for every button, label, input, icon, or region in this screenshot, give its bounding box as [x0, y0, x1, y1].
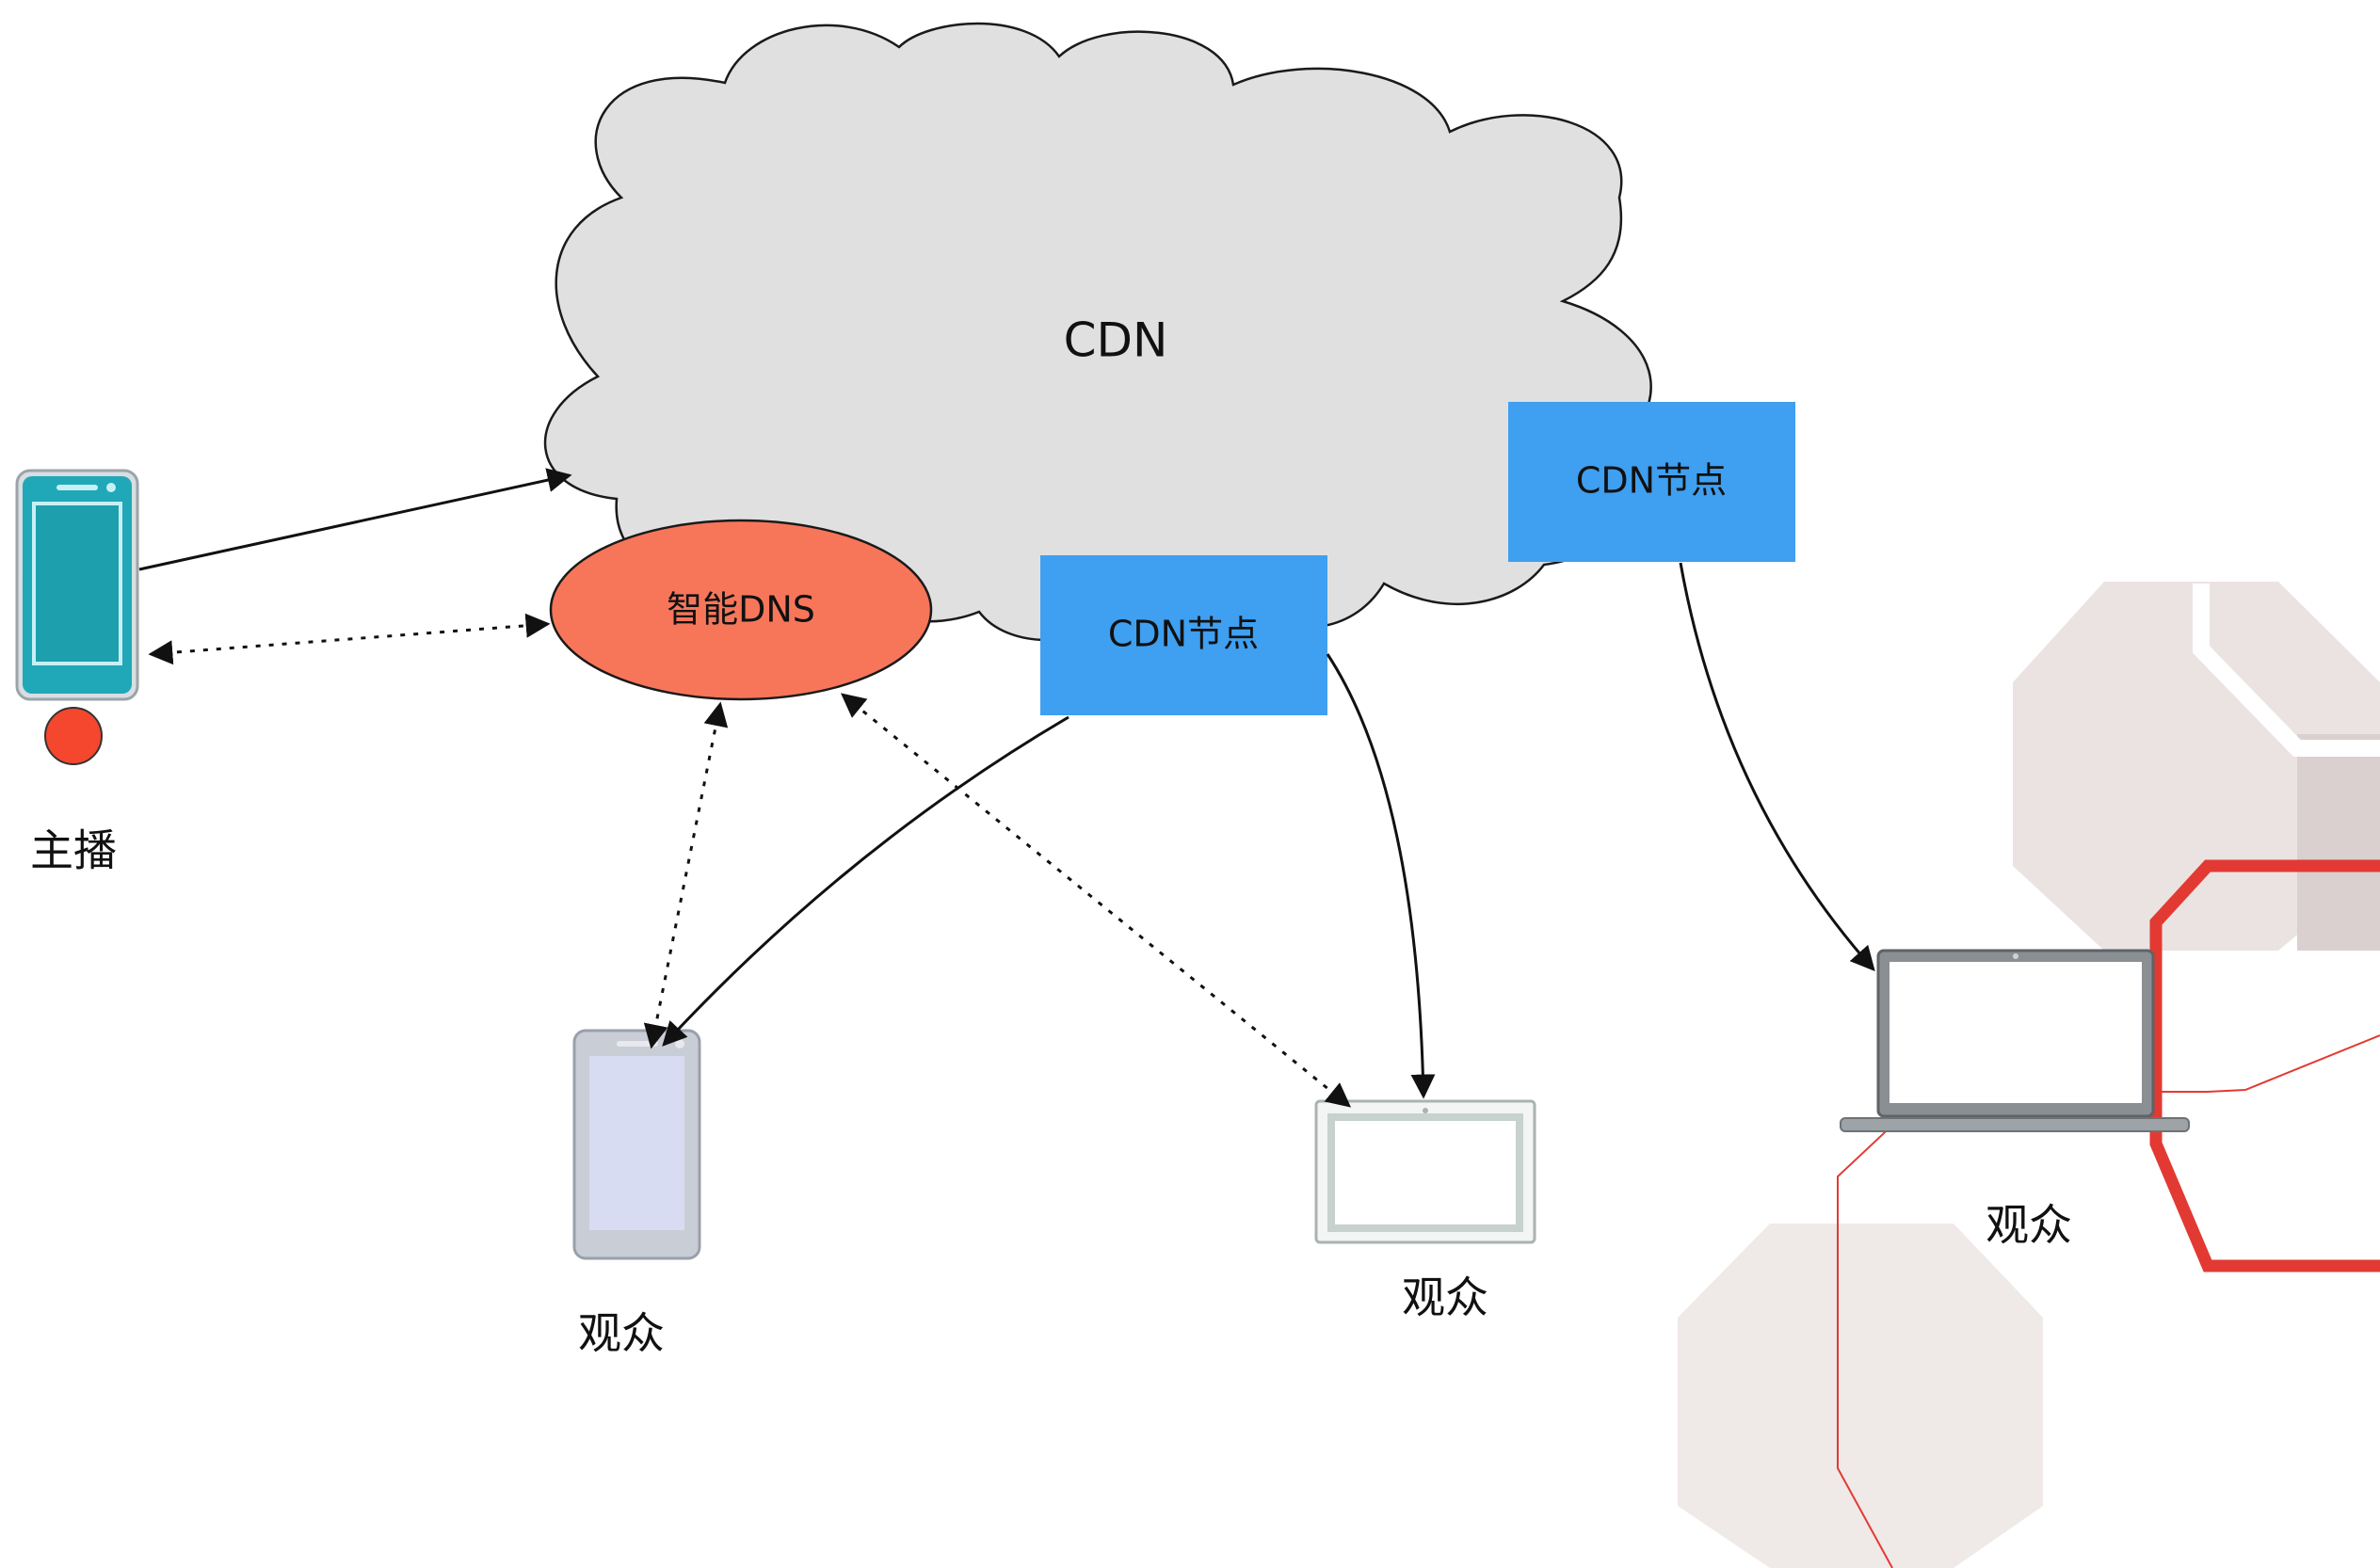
- dns-query-arrow: [148, 613, 551, 665]
- cdn-node-box[interactable]: [1040, 555, 1327, 715]
- hexagon-shape: [1678, 1224, 2043, 1568]
- pull-stream-arrow: [1326, 653, 1436, 1099]
- hexagon-shape: [2013, 582, 2380, 951]
- laptop-icon: [1840, 949, 2190, 1132]
- audience-label: 观众: [578, 1308, 665, 1359]
- smart-dns-label: 智能DNS: [667, 589, 815, 631]
- hexagon-shape: [2297, 734, 2380, 951]
- hexagon-outline: [2149, 859, 2380, 1272]
- dns-query-arrow: [643, 701, 729, 1049]
- audience-label: 观众: [1402, 1272, 1488, 1323]
- audience-label: 观众: [1986, 1200, 2072, 1251]
- cdn-cloud: [543, 22, 1652, 642]
- pull-stream-arrow: [662, 715, 1069, 1047]
- cdn-cloud-label: CDN: [1064, 313, 1168, 368]
- live-record-dot: [44, 707, 103, 765]
- dns-query-arrow: [840, 693, 1352, 1108]
- smartphone-icon: [15, 469, 139, 701]
- smart-dns[interactable]: [549, 519, 933, 701]
- cdn-node-box[interactable]: [1508, 402, 1795, 562]
- cdn-node-label: CDN节点: [1576, 460, 1727, 502]
- pull-stream-arrow: [1679, 562, 1875, 971]
- background-decoration: [1678, 582, 2380, 1568]
- cdn-node-label: CDN节点: [1108, 614, 1259, 655]
- broadcaster-label: 主播: [30, 825, 117, 876]
- tablet-icon: [1314, 1099, 1536, 1244]
- hexagon-outline: [2193, 584, 2380, 757]
- push-stream-arrow: [138, 468, 572, 571]
- connectors: [138, 468, 1875, 1108]
- smartphone-icon: [572, 1029, 701, 1260]
